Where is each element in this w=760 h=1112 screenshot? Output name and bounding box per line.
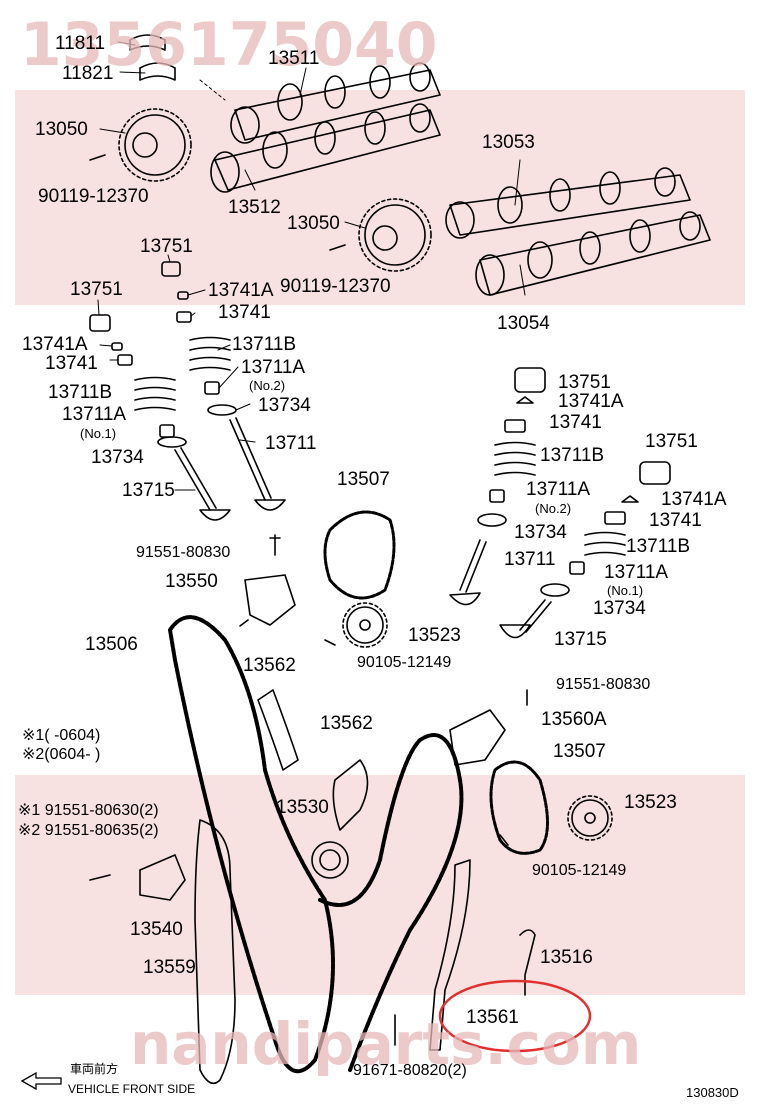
- callout-90119-right: 90119-12370: [280, 276, 391, 297]
- damper-13561: [429, 859, 471, 1051]
- oil-nozzle-13516: [519, 929, 536, 996]
- callout-13053: 13053: [482, 132, 535, 153]
- callout-13715-b: 13715: [554, 629, 607, 650]
- crank-sprocket-13530: [311, 841, 349, 879]
- vvt-gear-13050-right: [329, 198, 432, 272]
- callout-13734-d: 13734: [593, 598, 646, 619]
- callout-91551-right: 91551-80830: [556, 676, 651, 693]
- callout-13711-a: 13711: [265, 433, 317, 454]
- callout-13741A-d: 13741A: [661, 489, 727, 510]
- slipper-13559: [194, 819, 236, 1085]
- valve-train-right: [449, 367, 671, 639]
- drawing-number: 130830D: [686, 1085, 739, 1100]
- camshaft-13053: [445, 167, 691, 239]
- callout-13734-c: 13734: [514, 522, 567, 543]
- sprocket-13523-lower: [567, 795, 613, 841]
- bolt-note-1: ※1 91551-80630(2): [18, 802, 159, 819]
- callout-13511: 13511: [268, 48, 320, 69]
- callout-13507-upper: 13507: [337, 469, 390, 490]
- callout-13562-left: 13562: [243, 655, 296, 676]
- callout-90119-left: 90119-12370: [38, 186, 149, 207]
- callout-13523-lower: 13523: [624, 792, 677, 813]
- note-no2-left: (No.2): [249, 378, 286, 393]
- callout-13751-d: 13751: [645, 431, 698, 452]
- note-no1-right: (No.1): [607, 583, 644, 598]
- callout-13530: 13530: [276, 797, 329, 818]
- tensioner-13560A: [449, 709, 506, 766]
- callout-13507-lower: 13507: [553, 741, 606, 762]
- callout-13751-b: 13751: [70, 279, 123, 300]
- callout-13559: 13559: [143, 957, 196, 978]
- callout-13741A-b: 13741A: [22, 334, 88, 355]
- camshaft-13511: [230, 62, 441, 144]
- callout-13711A-c: 13711A: [526, 479, 591, 500]
- callout-13561: 13561: [466, 1007, 519, 1028]
- callout-13715-a: 13715: [122, 480, 175, 501]
- timing-chain-13506: [168, 615, 464, 1074]
- callout-13054: 13054: [497, 313, 550, 334]
- callout-11821: 11821: [62, 63, 114, 84]
- callout-13741A-c: 13741A: [558, 391, 624, 412]
- watermark-part-number: 1356175040: [20, 10, 438, 80]
- callout-13711B-a: 13711B: [232, 334, 297, 355]
- vehicle-front-label: VEHICLE FRONT SIDE: [68, 1082, 196, 1096]
- callout-13711B-d: 13711B: [626, 536, 691, 557]
- note-no1-left: (No.1): [80, 426, 117, 441]
- callout-13512: 13512: [228, 197, 281, 218]
- vvt-gear-13050-left: [89, 108, 192, 182]
- chain-13507-lower: [489, 760, 549, 855]
- callout-13734-b: 13734: [91, 447, 144, 468]
- chain-13507-upper: [323, 510, 396, 600]
- callout-11811: 11811: [55, 33, 106, 54]
- callout-13734-a: 13734: [258, 395, 311, 416]
- watermark-site: nandiparts.com: [130, 1010, 642, 1078]
- tensioner-13540: [139, 854, 186, 901]
- callout-13711A-b: 13711A: [62, 404, 127, 425]
- camshaft-13054: [475, 211, 711, 296]
- callout-90105-lower: 90105-12149: [532, 862, 627, 879]
- callout-13711B-c: 13711B: [540, 445, 605, 466]
- sprocket-13523-upper: [342, 602, 388, 648]
- callout-13751-c: 13751: [558, 372, 611, 393]
- callout-13050-right: 13050: [287, 213, 340, 234]
- callout-13050-left: 13050: [35, 119, 88, 140]
- callout-91551-upper: 91551-80830: [136, 544, 231, 561]
- bolt-note-2: ※2 91551-80635(2): [18, 822, 159, 839]
- callout-13523-upper: 13523: [408, 625, 461, 646]
- callout-13751-a: 13751: [140, 236, 193, 257]
- callout-13540: 13540: [130, 919, 183, 940]
- callout-13741A-a: 13741A: [208, 280, 274, 301]
- camshaft-13512: [210, 103, 441, 193]
- callout-13516: 13516: [540, 947, 593, 968]
- variant-note-2: ※2(0604- ): [22, 746, 101, 763]
- callout-13711A-a: 13711A: [241, 357, 306, 378]
- callout-13711A-d: 13711A: [604, 562, 669, 583]
- chain-guide-13562-left: [257, 689, 299, 771]
- callout-91671: 91671-80820(2): [353, 1062, 467, 1079]
- callout-13562-right: 13562: [320, 713, 373, 734]
- tensioner-13550: [239, 574, 296, 627]
- watermark-bands: [15, 90, 745, 995]
- vehicle-front-jp: 車両前方: [70, 1062, 119, 1076]
- callout-13550: 13550: [165, 571, 218, 592]
- callout-13741-c: 13741: [549, 412, 602, 433]
- valve-train-left: [89, 261, 286, 521]
- highlight-ellipse: [438, 979, 592, 1053]
- callout-90105-upper: 90105-12149: [357, 654, 452, 671]
- callout-13741-b: 13741: [45, 353, 98, 374]
- callout-13741-a: 13741: [218, 302, 271, 323]
- chain-guide-13562-right: [332, 759, 369, 831]
- vehicle-front-arrow: [20, 1071, 62, 1091]
- note-no2-right: (No.2): [535, 501, 572, 516]
- callout-13560A: 13560A: [541, 709, 607, 730]
- callout-13711-b: 13711: [504, 549, 556, 570]
- callout-13711B-b: 13711B: [48, 382, 113, 403]
- bolts: [89, 534, 528, 1046]
- variant-note-1: ※1( -0604): [22, 727, 101, 744]
- leader-lines: [97, 41, 526, 491]
- camshaft-bearing-caps: [129, 34, 176, 81]
- callout-13506: 13506: [85, 634, 138, 655]
- callout-13741-d: 13741: [649, 510, 702, 531]
